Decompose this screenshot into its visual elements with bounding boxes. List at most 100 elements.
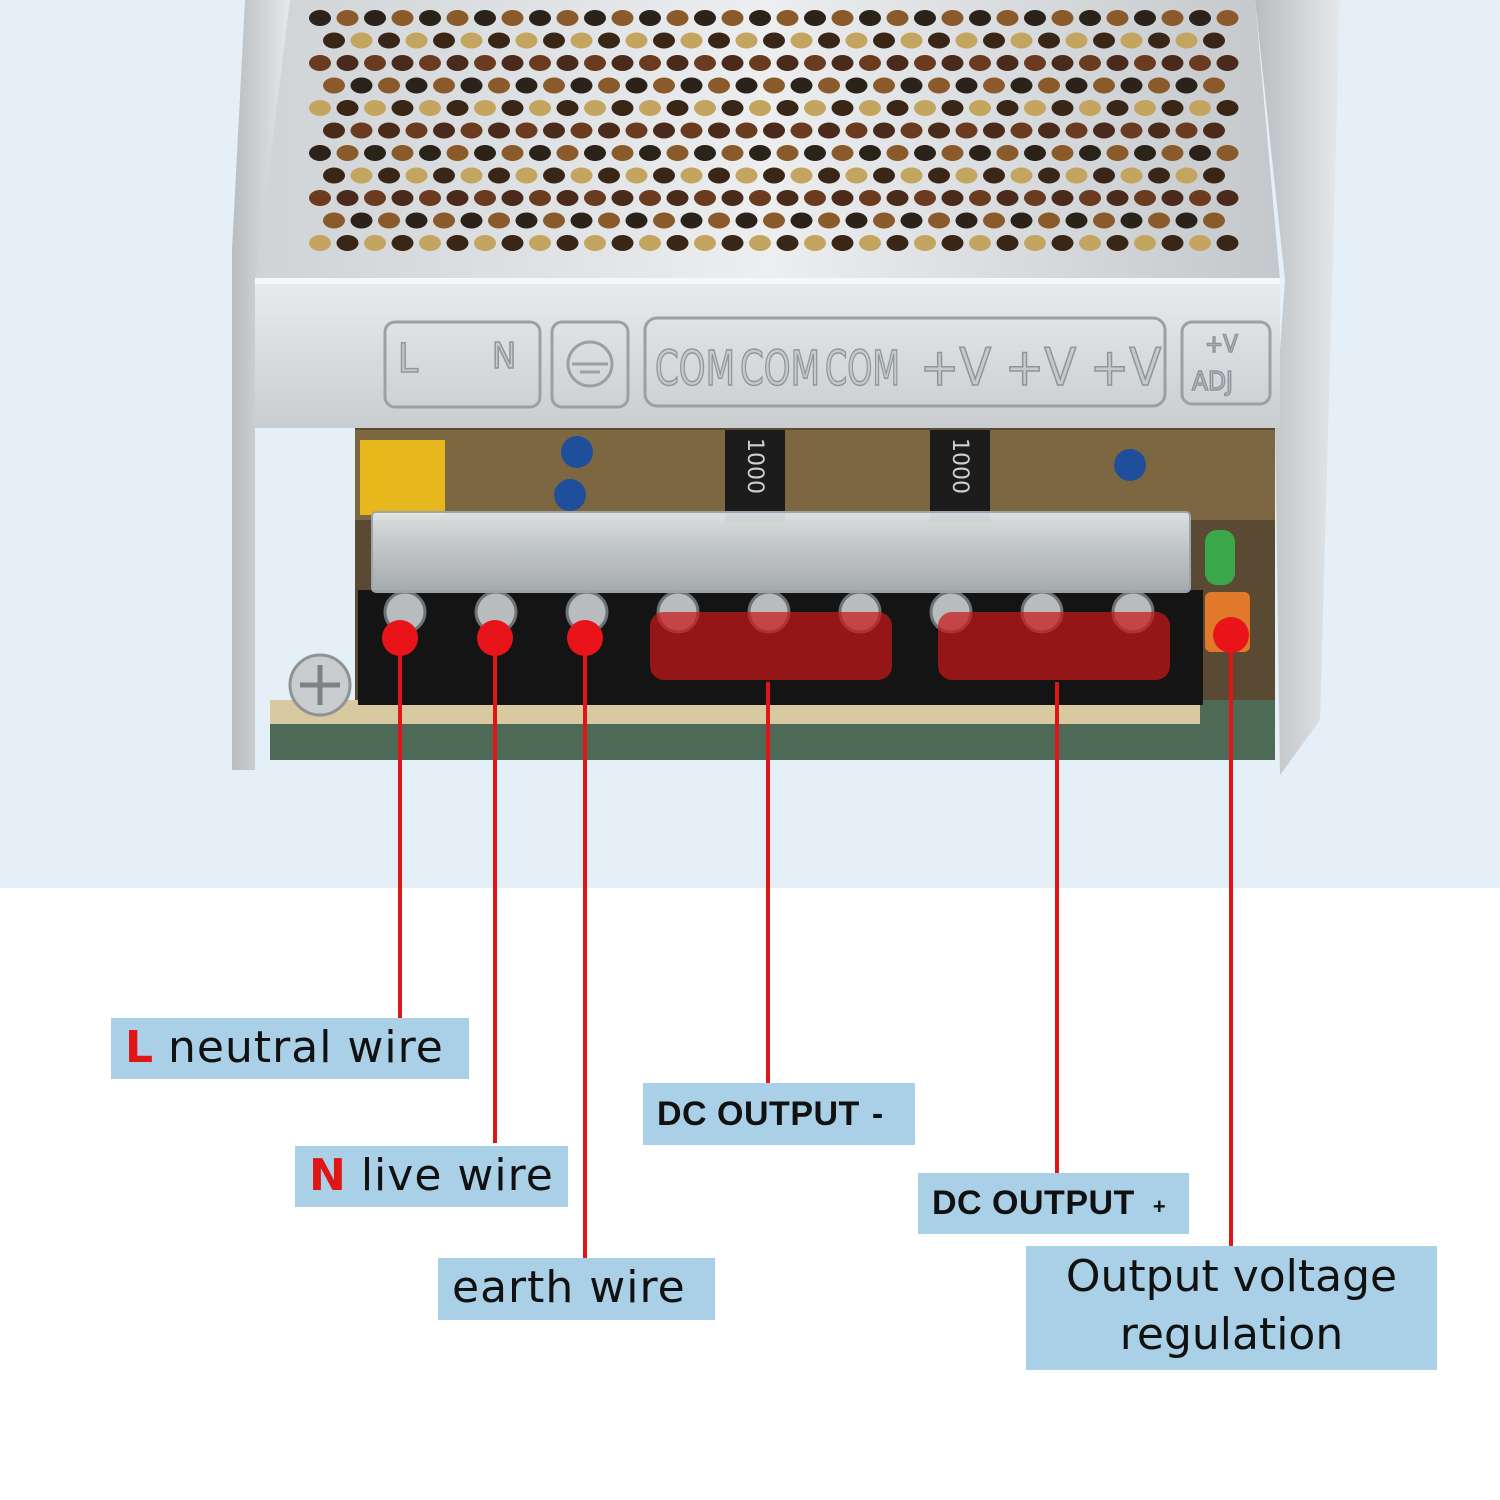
vent-hole [570, 167, 593, 184]
vent-hole [611, 145, 634, 161]
vent-hole [1079, 100, 1101, 116]
vent-hole [996, 100, 1019, 116]
vent-hole [996, 190, 1019, 206]
vent-hole [625, 212, 648, 229]
vent-hole [529, 235, 551, 251]
vent-hole [625, 122, 648, 139]
vent-hole [914, 100, 936, 116]
vent-hole [1106, 190, 1129, 206]
vent-hole [859, 190, 881, 206]
vent-hole [1189, 10, 1211, 26]
vent-hole [845, 167, 868, 184]
case-front-panel [255, 278, 1280, 428]
vent-hole [446, 190, 469, 206]
vent-hole [955, 212, 978, 229]
vent-hole [1038, 122, 1060, 139]
vent-hole [873, 122, 895, 139]
vent-hole [886, 235, 909, 251]
vent-hole [460, 32, 483, 49]
vent-hole [680, 77, 703, 94]
vent-hole [529, 10, 551, 26]
vent-hole [914, 10, 936, 26]
vent-hole [1093, 77, 1115, 94]
vent-hole [1203, 212, 1225, 229]
vent-hole [900, 167, 923, 184]
vent-hole [735, 77, 758, 94]
vent-hole [1134, 190, 1156, 206]
vent-hole [309, 235, 331, 251]
vent-hole [996, 55, 1019, 71]
vent-hole [983, 167, 1005, 184]
vent-hole [1038, 212, 1060, 229]
vent-hole [914, 55, 936, 71]
vent-hole [859, 10, 881, 26]
vent-hole [708, 77, 730, 94]
vent-hole [776, 145, 799, 161]
vent-hole [859, 235, 881, 251]
vent-hole [969, 190, 991, 206]
vent-hole [529, 100, 551, 116]
vent-hole [515, 167, 538, 184]
label-earth-text: earth wire [452, 1262, 686, 1313]
vent-hole [309, 100, 331, 116]
vent-hole [680, 32, 703, 49]
vent-hole [996, 145, 1019, 161]
vent-hole [776, 55, 799, 71]
vent-hole [749, 235, 771, 251]
vent-hole [1120, 122, 1143, 139]
vent-hole [543, 167, 565, 184]
vent-hole [831, 55, 854, 71]
dc-negative-highlight [650, 612, 892, 680]
label-neutral-text: neutral wire [168, 1022, 444, 1073]
vent-hole [845, 122, 868, 139]
vent-hole [749, 190, 771, 206]
capacitor-text-1: 1000 [742, 438, 767, 494]
vent-hole [1161, 190, 1184, 206]
vent-hole [1120, 167, 1143, 184]
vent-hole [391, 10, 414, 26]
vent-hole [680, 212, 703, 229]
vent-hole [639, 55, 661, 71]
vent-hole [350, 77, 373, 94]
vent-hole [1134, 55, 1156, 71]
marking-v-2: +V [1005, 338, 1076, 398]
vent-hole [543, 77, 565, 94]
vent-hole [873, 167, 895, 184]
dot-earth [567, 620, 603, 656]
vent-hole [1038, 167, 1060, 184]
vent-hole [1010, 167, 1033, 184]
vent-hole [831, 10, 854, 26]
vent-hole [941, 100, 964, 116]
vent-hole [460, 212, 483, 229]
vent-hole [928, 167, 950, 184]
vent-hole [556, 100, 579, 116]
vent-hole [776, 235, 799, 251]
vent-hole [763, 212, 785, 229]
vent-hole [1175, 212, 1198, 229]
vent-hole [474, 100, 496, 116]
vent-hole [1010, 122, 1033, 139]
vent-hole [763, 77, 785, 94]
vent-hole [474, 190, 496, 206]
vent-hole [859, 145, 881, 161]
vent-hole [776, 10, 799, 26]
vent-hole [914, 190, 936, 206]
vent-hole [1175, 32, 1198, 49]
vent-hole [570, 77, 593, 94]
label-live-text: live wire [360, 1150, 554, 1201]
vent-hole [1093, 32, 1115, 49]
vent-hole [721, 100, 744, 116]
vent-hole [611, 190, 634, 206]
status-led [1205, 530, 1235, 585]
vent-hole [598, 32, 620, 49]
vent-hole [336, 190, 359, 206]
vent-hole [309, 10, 331, 26]
vent-hole [639, 235, 661, 251]
vent-hole [1148, 77, 1170, 94]
vent-hole [941, 145, 964, 161]
label-dc-positive-text: DC OUTPUT [932, 1184, 1135, 1222]
vent-hole [323, 122, 345, 139]
vent-hole [804, 55, 826, 71]
vent-hole [721, 190, 744, 206]
vent-hole [763, 32, 785, 49]
